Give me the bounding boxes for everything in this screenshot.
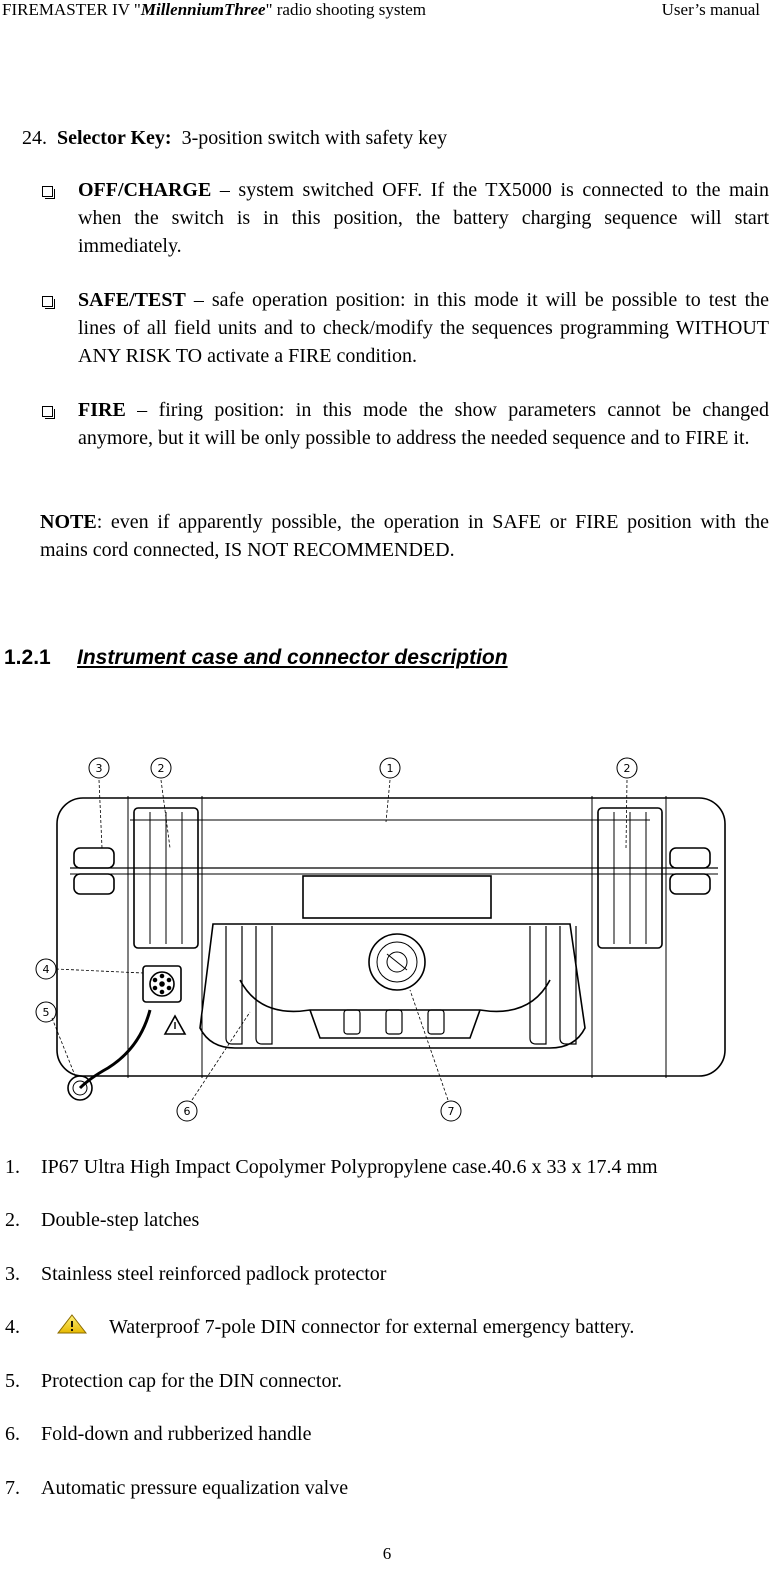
checkbox-bullet-icon bbox=[42, 186, 55, 199]
din-connector-icon bbox=[142, 965, 182, 1003]
callout-label-3: 3 bbox=[96, 762, 103, 775]
padlock-protector-left bbox=[73, 847, 115, 895]
handle-supports bbox=[225, 926, 577, 1045]
callout-4 bbox=[35, 958, 57, 980]
callout-2-right bbox=[616, 757, 638, 779]
callout-label-2-left: 2 bbox=[158, 762, 165, 775]
selector-item-fire: FIRE – firing position: in this mode the… bbox=[78, 399, 769, 449]
selector-item-off-charge: OFF/CHARGE – system switched OFF. If the… bbox=[78, 179, 769, 257]
latch-right bbox=[597, 807, 663, 949]
callout-label-5: 5 bbox=[43, 1006, 50, 1019]
cap-cord bbox=[78, 1009, 152, 1090]
item-number: 24. bbox=[22, 127, 47, 149]
latch-left bbox=[133, 807, 199, 949]
header-title: FIREMASTER IV "MillenniumThree" radio sh… bbox=[2, 0, 426, 19]
section-heading: 1.2.1 Instrument case and connector desc… bbox=[4, 646, 508, 670]
callout-1 bbox=[379, 757, 401, 779]
selector-key-line: 24. Selector Key: 3-position switch with… bbox=[22, 124, 762, 152]
callout-label-4: 4 bbox=[43, 963, 50, 976]
callouts bbox=[35, 757, 638, 1122]
callout-label-6: 6 bbox=[184, 1105, 191, 1118]
warning-icon bbox=[57, 1314, 87, 1334]
selector-title: Selector Key: bbox=[57, 127, 172, 149]
callout-7 bbox=[440, 1100, 462, 1122]
case-diagram: 1 2 2 3 4 5 6 7 bbox=[35, 757, 726, 1122]
callout-3 bbox=[88, 757, 110, 779]
section-number: 1.2.1 bbox=[4, 646, 51, 669]
checkbox-bullet-icon bbox=[42, 406, 55, 419]
handle-ribs bbox=[343, 1009, 445, 1035]
selector-item-safe-test: SAFE/TEST – safe operation position: in … bbox=[78, 289, 769, 367]
case-warning-icon bbox=[163, 1014, 187, 1035]
handle-icon bbox=[239, 979, 551, 1013]
checkbox-bullet-icon bbox=[42, 296, 55, 309]
callout-label-7: 7 bbox=[448, 1105, 455, 1118]
brand-name: MillenniumThree bbox=[140, 0, 266, 19]
page-number: 6 bbox=[382, 1544, 392, 1563]
case-body bbox=[56, 797, 726, 1077]
header-right: User’s manual bbox=[661, 0, 760, 19]
callout-label-1: 1 bbox=[387, 762, 394, 775]
callout-6 bbox=[176, 1100, 198, 1122]
leader-lines bbox=[51, 779, 628, 1101]
note-paragraph: NOTE: even if apparently possible, the o… bbox=[40, 511, 769, 561]
selector-desc: 3-position switch with safety key bbox=[181, 127, 448, 149]
label-plate bbox=[302, 875, 492, 919]
case-straps bbox=[127, 796, 667, 1078]
callout-2-left bbox=[150, 757, 172, 779]
callout-5 bbox=[35, 1001, 57, 1023]
pressure-valve-icon bbox=[368, 933, 426, 991]
page-header: FIREMASTER IV "MillenniumThree" radio sh… bbox=[0, 0, 774, 22]
section-title: Instrument case and connector descriptio… bbox=[77, 646, 508, 669]
callout-label-2-right: 2 bbox=[624, 762, 631, 775]
handle-recess bbox=[199, 923, 586, 1049]
protection-cap-icon bbox=[67, 1075, 93, 1101]
handle-grip bbox=[309, 1009, 481, 1039]
padlock-protector-right bbox=[669, 847, 711, 895]
